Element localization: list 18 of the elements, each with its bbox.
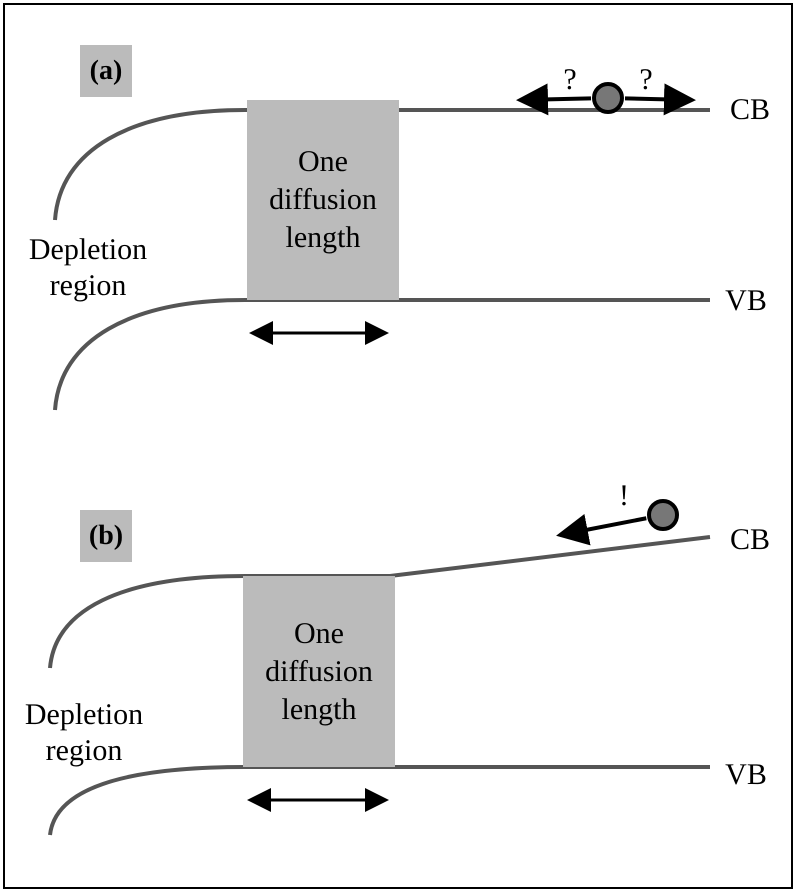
band-label: CB (728, 92, 772, 128)
band-label: VB (724, 757, 768, 793)
region-label: Depletion region (28, 232, 148, 304)
band-label: VB (724, 283, 768, 319)
edge-label: ? (638, 62, 654, 98)
panel-tag: (b) (80, 510, 132, 562)
arrow (624, 83, 696, 116)
arrow (556, 514, 647, 546)
edge-label: ? (562, 62, 578, 98)
diffusion-length-box: One diffusion length (247, 100, 399, 300)
region-label: Depletion region (24, 697, 144, 769)
arrow (516, 83, 592, 116)
edge-label: ! (618, 478, 630, 514)
particle-circle (592, 82, 624, 114)
particle-circle (647, 499, 679, 531)
panel-tag: (a) (80, 45, 132, 97)
diffusion-length-box: One diffusion length (243, 576, 395, 767)
band-label: CB (728, 522, 772, 558)
